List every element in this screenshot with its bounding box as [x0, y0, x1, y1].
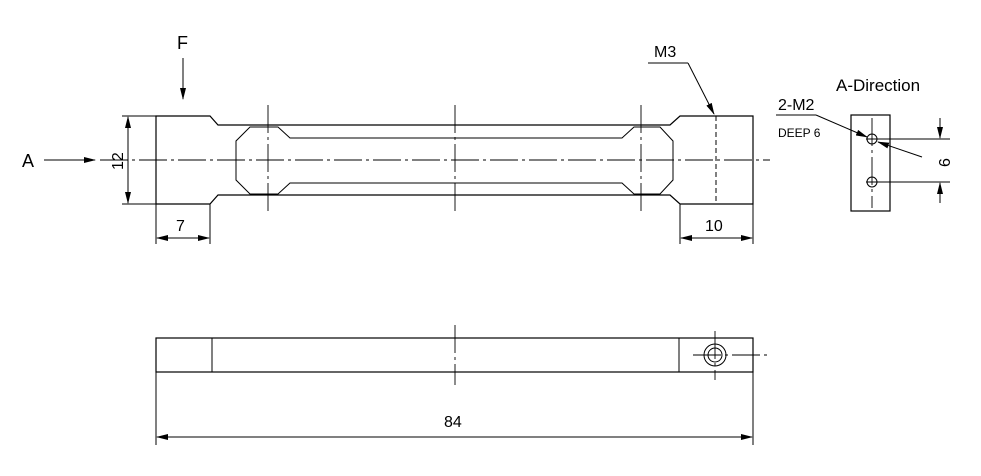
right-end-dimension: 10 — [679, 204, 754, 244]
a-direction-title: A-Direction — [836, 76, 920, 95]
front-view — [100, 105, 770, 212]
m3-label: M3 — [654, 44, 676, 61]
m3-callout: M3 — [648, 44, 715, 115]
hole-spacing-value: 6 — [937, 158, 954, 167]
left-end-dimension-value: 7 — [176, 218, 185, 235]
side-view-outline — [155, 337, 754, 373]
end-view-outline — [850, 114, 891, 212]
force-label: F — [177, 33, 188, 53]
view-direction-label: A — [22, 151, 34, 171]
holes-callout-label: 2-M2 — [778, 97, 815, 114]
right-end-dimension-value: 10 — [705, 218, 723, 235]
overall-length-value: 84 — [444, 414, 462, 431]
force-arrow: F — [177, 33, 188, 100]
view-direction-arrow: A — [22, 151, 96, 171]
overall-length-dimension: 84 — [155, 372, 754, 445]
holes-depth-label: DEEP 6 — [778, 126, 821, 140]
a-direction-view: A-Direction 6 2-M2 DEEP 6 — [776, 76, 954, 212]
height-dimension-value: 12 — [110, 152, 127, 170]
height-dimension: 12 — [110, 115, 156, 205]
central-slot — [235, 126, 674, 195]
left-end-dimension: 7 — [155, 204, 211, 244]
side-view — [155, 325, 768, 385]
